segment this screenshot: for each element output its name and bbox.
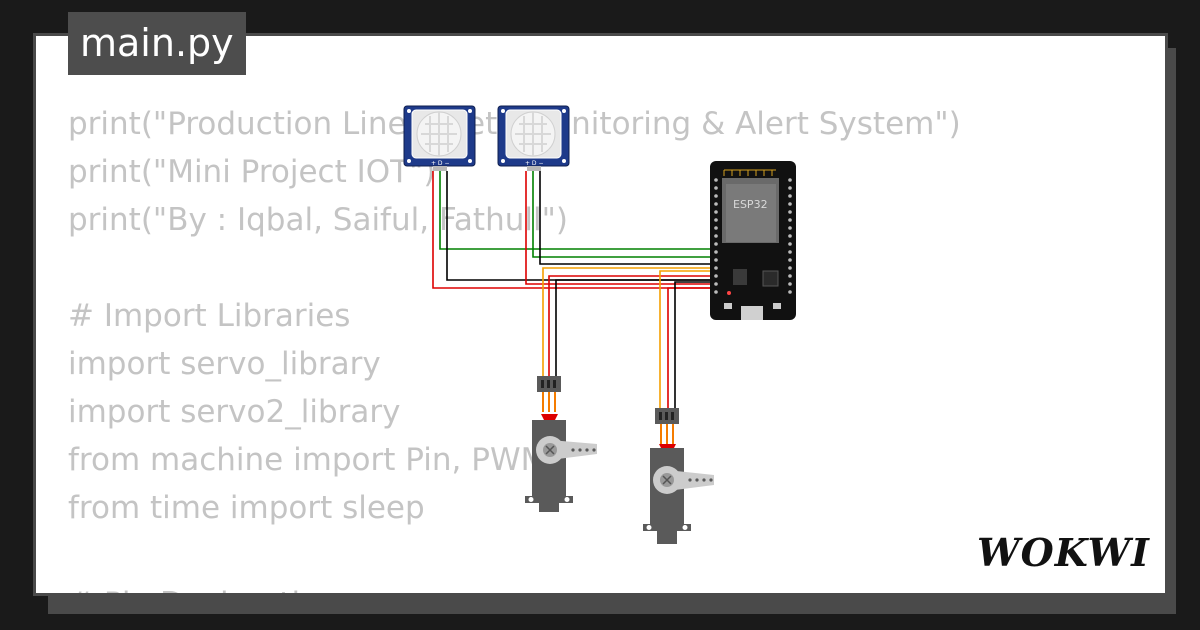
wokwi-logo[interactable]: WOKWI (975, 525, 1153, 575)
svg-text:+ D −: + D − (431, 160, 450, 167)
wire-servo1-vcc (548, 275, 713, 377)
pir-sensor-1[interactable]: + D − (403, 105, 476, 171)
project-preview-card: print("Production Line Safety Monitoring… (33, 33, 1168, 596)
wire-servo2-signal (659, 270, 713, 408)
file-tab[interactable]: main.py (68, 12, 246, 75)
svg-text:+ D −: + D − (525, 160, 544, 167)
wire-pir2-gnd (539, 171, 713, 265)
servo-2[interactable] (643, 408, 714, 544)
wire-servo2-gnd (674, 281, 713, 408)
wire-pir1-signal (439, 171, 713, 250)
code-line: from time import sleep (68, 490, 425, 526)
pir-sensor-2[interactable]: + D − (497, 105, 570, 171)
wire-pir2-signal (532, 171, 713, 258)
code-line: import servo_library (68, 346, 381, 382)
esp32-label: ESP32 (733, 198, 768, 211)
code-line: # Pin Declaration (68, 580, 961, 593)
wire-servo1-gnd (555, 279, 713, 377)
esp32-board[interactable]: ESP32 (710, 161, 796, 320)
code-line: # Import Libraries (68, 298, 351, 334)
wire-servo1-signal (542, 267, 713, 377)
code-line: import servo2_library (68, 394, 401, 430)
wire-pir2-vcc (525, 171, 713, 285)
wokwi-logo-text: WOKWI (977, 530, 1150, 575)
servo-1[interactable] (525, 376, 597, 512)
wire-servo2-vcc (667, 287, 713, 408)
wire-pir1-vcc (432, 171, 713, 289)
code-line: print("By : Iqbal, Saiful, Fathull") (68, 202, 568, 238)
wires (432, 171, 713, 408)
code-line: from machine import Pin, PWM (68, 442, 548, 478)
file-tab-label: main.py (80, 21, 234, 65)
